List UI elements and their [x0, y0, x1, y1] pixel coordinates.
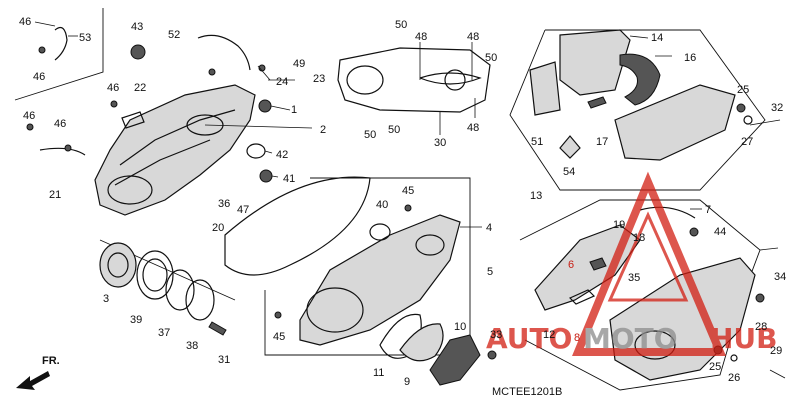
callout-48c: 48 — [467, 122, 479, 134]
callout-19: 19 — [613, 219, 625, 231]
callout-47: 47 — [237, 204, 249, 216]
front-label: FR. — [42, 355, 60, 367]
callout-14: 14 — [651, 32, 663, 44]
arrow-icon — [16, 371, 50, 390]
callout-25b: 25 — [709, 361, 721, 373]
crankcase-cover-group — [264, 177, 482, 356]
callout-1: 1 — [291, 104, 297, 116]
callout-52: 52 — [168, 29, 180, 41]
clutch-parts — [99, 239, 236, 336]
callout-29: 29 — [770, 345, 782, 357]
callout-32: 32 — [771, 102, 783, 114]
callout-25a: 25 — [737, 84, 749, 96]
watermark-word-auto: AUTO — [486, 322, 572, 355]
callout-33: 33 — [490, 329, 502, 341]
callout-44: 44 — [714, 226, 726, 238]
callout-45a: 45 — [402, 185, 414, 197]
callout-36: 36 — [218, 198, 230, 210]
callout-labels: 46 53 46 43 52 50 48 48 50 14 16 49 24 2… — [19, 16, 786, 398]
diagram-code: MCTEE1201B — [492, 386, 562, 398]
upper-cover-group — [509, 29, 781, 191]
callout-46c: 46 — [107, 82, 119, 94]
callout-38: 38 — [186, 340, 198, 352]
callout-46e: 46 — [54, 118, 66, 130]
callout-28: 28 — [755, 321, 767, 333]
callout-45b: 45 — [273, 331, 285, 343]
bracket-53 — [54, 27, 68, 61]
callout-48b: 48 — [467, 31, 479, 43]
callout-50d: 50 — [388, 124, 400, 136]
callout-11: 11 — [373, 367, 384, 379]
callout-5: 5 — [487, 266, 493, 278]
callout-20: 20 — [212, 222, 224, 234]
callout-17: 17 — [596, 136, 608, 148]
callout-7: 7 — [705, 204, 711, 216]
callout-37: 37 — [158, 327, 170, 339]
callout-40: 40 — [376, 199, 388, 211]
left-crankcase-cover — [94, 84, 313, 216]
callout-12: 12 — [543, 329, 555, 341]
callout-42: 42 — [276, 149, 288, 161]
callout-50b: 50 — [485, 52, 497, 64]
watermark-triangle-icon — [572, 171, 727, 356]
watermark-word-moto: MOTO — [583, 322, 678, 355]
callout-24: 24 — [276, 76, 288, 88]
callout-8: 8 — [574, 332, 580, 344]
drive-belt — [224, 176, 371, 276]
callout-50c: 50 — [364, 129, 376, 141]
callout-18: 18 — [633, 232, 645, 244]
callout-23: 23 — [313, 73, 325, 85]
callout-9: 9 — [404, 376, 410, 388]
corner-bracket-group — [14, 8, 104, 101]
small-cover-parts — [379, 313, 497, 386]
callout-35: 35 — [628, 272, 640, 284]
top-gasket-cover — [337, 42, 491, 135]
callout-22: 22 — [134, 82, 146, 94]
callout-46a: 46 — [19, 16, 31, 28]
callout-48a: 48 — [415, 31, 427, 43]
callout-31: 31 — [218, 354, 230, 366]
callout-46d: 46 — [23, 110, 35, 122]
callout-49: 49 — [293, 58, 305, 70]
callout-10: 10 — [454, 321, 466, 333]
callout-27: 27 — [741, 136, 753, 148]
small-fittings — [26, 34, 295, 156]
callout-46b: 46 — [33, 71, 45, 83]
callout-13: 13 — [530, 190, 542, 202]
callout-51: 51 — [531, 136, 543, 148]
callout-41: 41 — [283, 173, 295, 185]
callout-4: 4 — [486, 222, 492, 234]
watermark-word-hub: HUB — [710, 322, 778, 355]
watermark: AUTO MOTO HUB — [486, 171, 778, 356]
callout-34: 34 — [774, 271, 786, 283]
callout-53: 53 — [79, 32, 91, 44]
callout-2: 2 — [320, 124, 326, 136]
callout-39: 39 — [130, 314, 142, 326]
bolt-46 — [38, 46, 46, 54]
callout-3: 3 — [103, 293, 109, 305]
callout-21: 21 — [49, 189, 61, 201]
callout-54: 54 — [563, 166, 575, 178]
callout-30: 30 — [434, 137, 446, 149]
callout-26: 26 — [728, 372, 740, 384]
callout-50a: 50 — [395, 19, 407, 31]
callout-43: 43 — [131, 21, 143, 33]
front-direction-indicator: FR. — [16, 355, 60, 390]
callout-6: 6 — [568, 259, 574, 271]
callout-16: 16 — [684, 52, 696, 64]
